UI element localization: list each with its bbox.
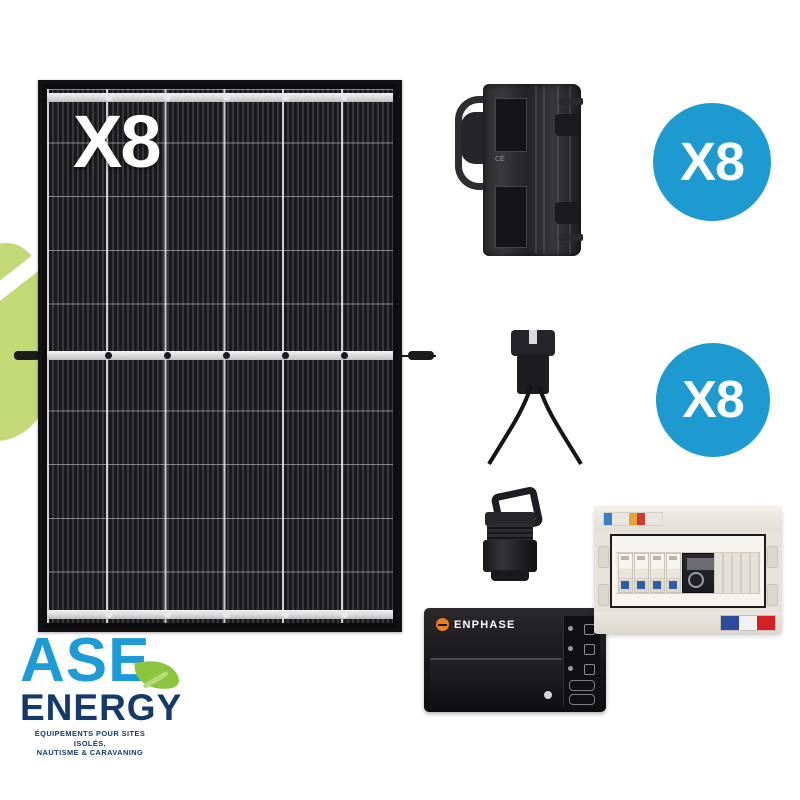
gateway-brand: ENPHASE: [436, 618, 516, 631]
circuit-breaker: [618, 553, 633, 593]
enclosure-viewing-window: [610, 534, 766, 608]
enclosure-top-cover: [594, 506, 782, 532]
microinverter-spec-label-top: [495, 98, 527, 152]
connector-body: [517, 354, 549, 394]
solar-panel: X8: [38, 80, 402, 632]
enclosure-brand-label: [603, 512, 663, 526]
mc4-connector-right-icon: [408, 351, 434, 360]
ase-energy-logo: ASE ENERGY ÉQUIPEMENTS POUR SITES ISOLÉS…: [20, 626, 210, 758]
gateway-brand-name: ENPHASE: [454, 618, 516, 631]
connector-cables-icon: [487, 385, 583, 466]
enclosure-side-tab: [598, 546, 609, 568]
enphase-logo-icon: [436, 618, 449, 631]
enclosure-side-tab: [598, 584, 609, 606]
panel-quantity-label: X8: [73, 100, 162, 183]
y-branch-connector: [487, 330, 583, 470]
cable-end-cap: [474, 485, 548, 582]
logo-tagline-line-1: ÉQUIPEMENTS POUR SITES ISOLÉS,: [34, 729, 146, 748]
enclosure-bottom-cover: [594, 612, 782, 634]
microinverter-mounting-hook: [455, 96, 506, 190]
microinverter-certification-marks: CE: [495, 156, 505, 163]
logo-primary-text: ASE: [20, 626, 151, 695]
connector-slot: [529, 330, 537, 344]
enclosure-side-tab: [767, 546, 778, 568]
logo-secondary-text: ENERGY: [20, 687, 183, 728]
circuit-breaker: [650, 553, 665, 593]
gateway-access-lid: [430, 658, 562, 708]
logo-leaf-vein: [142, 670, 170, 689]
solar-panel-cells: X8: [47, 89, 393, 623]
microinverter-tab-top: [559, 98, 583, 105]
origin-flag-label: [720, 615, 776, 631]
gateway-indicator-panel: [563, 616, 600, 706]
panel-busbar-middle: [47, 351, 393, 360]
enphase-gateway: ENPHASE: [424, 608, 606, 712]
microinverter-body: CE: [483, 84, 583, 256]
mc4-connector-left-icon: [14, 351, 40, 360]
blank-din-covers: [714, 552, 760, 594]
endcap-nut: [485, 512, 535, 526]
microinverter-quantity-badge: X8: [653, 103, 771, 221]
endcap-barrel: [483, 540, 537, 572]
microinverter-dc-connector-top: [555, 114, 581, 136]
microinverter-tab-bottom: [559, 234, 583, 241]
gateway-latch-screw: [544, 691, 552, 699]
endcap-threads: [487, 524, 533, 542]
microinverter-spec-label-bottom: [495, 186, 527, 248]
connector-head: [511, 330, 555, 356]
logo-tagline-line-2: NAUTISME & CARAVANING: [36, 748, 144, 758]
cable-quantity-badge: X8: [656, 343, 770, 457]
circuit-breaker: [666, 553, 681, 593]
circuit-breaker: [634, 553, 649, 593]
enclosure-side-tab: [767, 584, 778, 606]
panel-busbar-top: [47, 93, 393, 102]
panel-busbar-bottom: [47, 610, 393, 619]
endcap-tip: [491, 570, 529, 581]
microinverter-dc-connector-bottom: [555, 202, 581, 224]
ac-distribution-box: [594, 506, 782, 634]
microinverter: CE: [455, 84, 595, 256]
